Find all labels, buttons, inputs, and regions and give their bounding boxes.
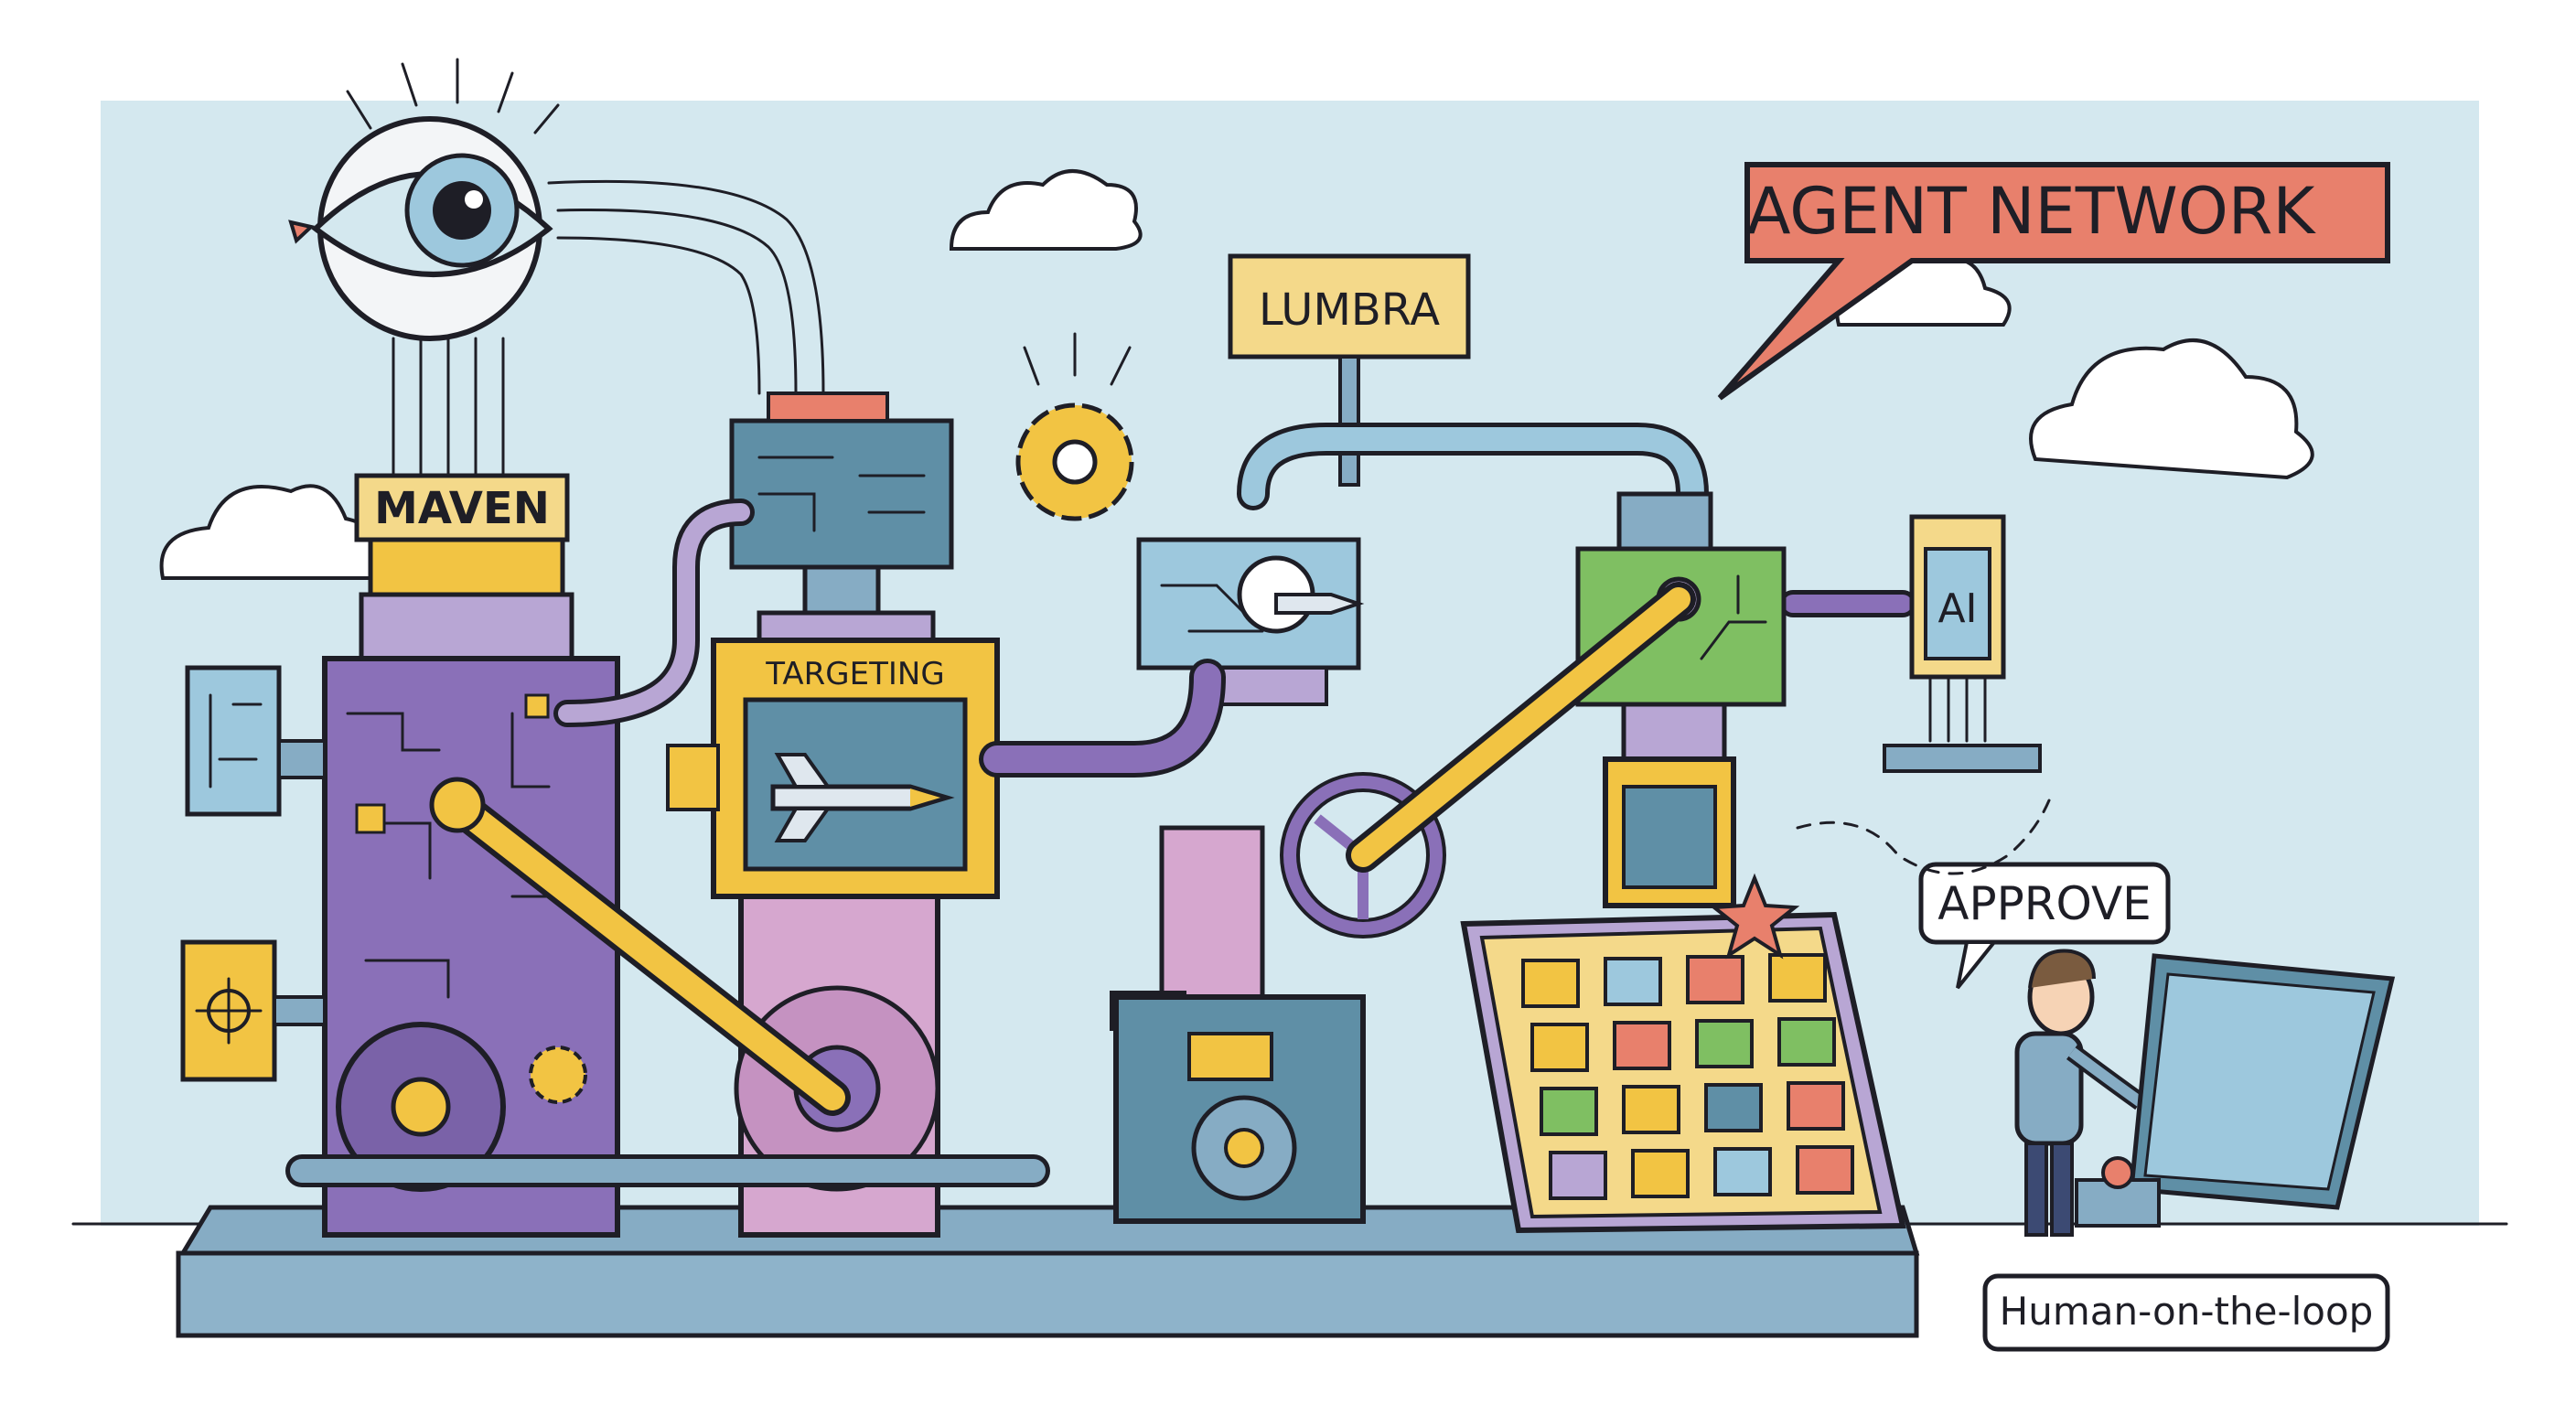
green-module (1575, 491, 1787, 908)
lumbra-label: LUMBRA (1259, 284, 1440, 336)
maven-label: MAVEN (374, 483, 550, 534)
button-grid-panel (1460, 873, 1906, 1234)
agent-network-title: AGENT NETWORK (1747, 174, 2317, 249)
button-icon (1521, 953, 1854, 1200)
gear-icon (529, 1046, 587, 1104)
human-on-the-loop-label: Human-on-the-loop (2000, 1289, 2374, 1334)
side-circuit-box (185, 665, 327, 817)
gear-icon (1015, 332, 1134, 521)
maven-machine (322, 473, 620, 1238)
operator-console (2075, 953, 2396, 1228)
ai-chip (1883, 514, 2042, 773)
lumbra-module (1136, 253, 1471, 706)
missile-icon (770, 753, 955, 842)
cloud-icon (2029, 338, 2314, 480)
machine-base (176, 1205, 1920, 1338)
human-loop-box (1982, 1273, 2390, 1352)
lever-arm (429, 582, 1696, 1116)
ai-label: AI (1937, 585, 1977, 632)
human-operator (2014, 949, 2146, 1237)
star-icon (1709, 873, 1800, 960)
approve-label: APPROVE (1937, 877, 2152, 930)
agent-network-callout (1717, 162, 2390, 401)
motion-trail (1796, 799, 2051, 875)
cloud-icon (949, 169, 1143, 251)
targeting-label: TARGETING (765, 656, 944, 692)
circuit-cable (392, 179, 825, 477)
approve-bubble (1918, 862, 2171, 990)
button-icon (2101, 1156, 2134, 1189)
press-machine (1110, 825, 1366, 1224)
connecting-pipes (285, 423, 1916, 1187)
crosshair-icon (180, 939, 327, 1082)
eye-icon (288, 58, 560, 341)
